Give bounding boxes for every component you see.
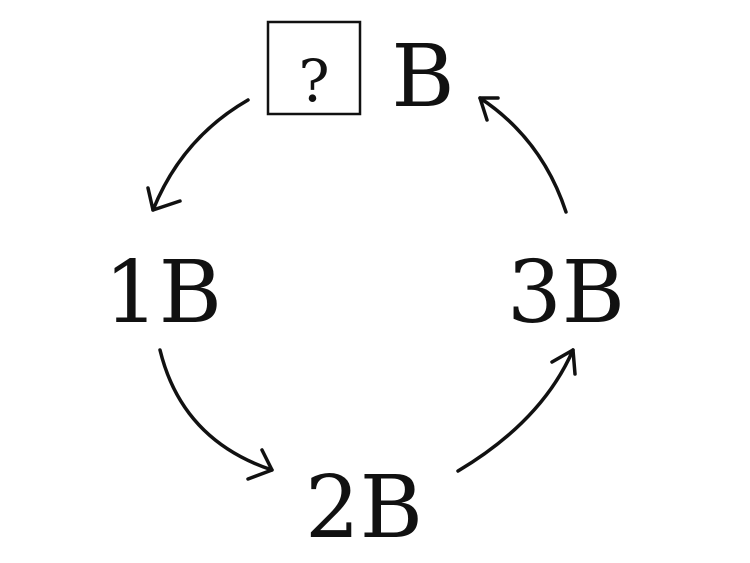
arrow-left-to-bottom — [158, 348, 274, 481]
arrow-top-to-left — [146, 98, 250, 212]
arrow-right-to-top — [478, 96, 568, 214]
arrow-bottom-to-right — [456, 348, 577, 473]
node-left-label: 1B — [104, 243, 222, 343]
node-top: ? B — [266, 20, 455, 127]
node-top-suffix: B — [391, 27, 454, 127]
answer-box — [266, 20, 362, 116]
node-right-label: 3B — [507, 243, 625, 343]
answer-box-text: ? — [298, 47, 329, 115]
node-bottom-label: 2B — [305, 458, 423, 558]
